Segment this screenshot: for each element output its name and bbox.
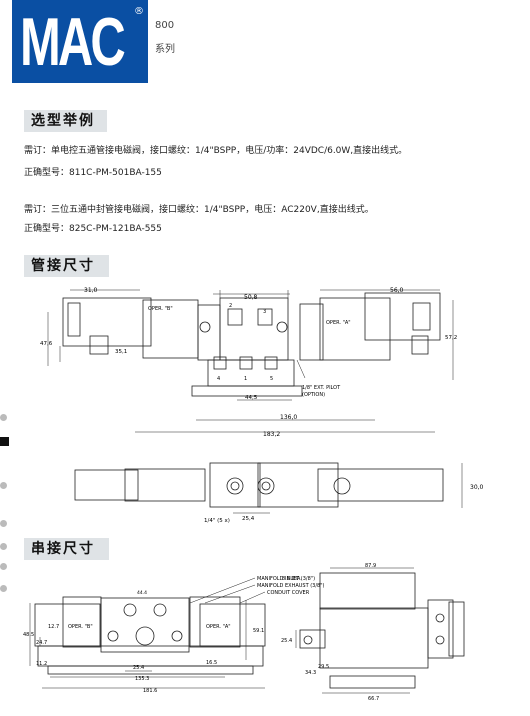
example-1-model: 正确型号：811C-PM-501BA-155 (24, 168, 162, 178)
example-2-model: 正确型号：825C-PM-121BA-555 (24, 224, 162, 234)
manifold-exhaust-label: MANIFOLD EXHAUST (3/8") (257, 583, 325, 589)
dim-50-8: 50,8 (244, 294, 258, 301)
dim-48-5: 48.5 (23, 632, 34, 638)
oper-a-label: OPER. "A" (326, 320, 351, 326)
page-dot (0, 563, 7, 570)
example-2-desc: 需订：三位五通中封管接电磁阀，接口螺纹：1/4"BSPP，电压：AC220V,直… (24, 205, 374, 215)
dim-16-5: 16.5 (206, 660, 217, 666)
port-3: 3 (263, 309, 266, 315)
manifold-drawing: MANIFOLD INLET (3/8") MANIFOLD EXHAUST (… (23, 563, 465, 702)
registered-mark: ® (134, 6, 144, 17)
manifold-oper-b: OPER. "B" (68, 624, 93, 630)
dim-11-2: 11.2 (36, 661, 47, 667)
dim-47-6: 47,6 (40, 341, 53, 347)
dim-25-4-a: 25.4 (133, 665, 144, 671)
dim-31: 31,0 (84, 287, 98, 294)
dim-25-4-b: 25.4 (281, 638, 292, 644)
ext-pilot-label: 1/8" EXT. PILOT (302, 385, 341, 391)
manifold-oper-a: OPER. "A" (206, 624, 231, 630)
dim-24-7: 24.7 (36, 640, 47, 646)
dim-183-2: 183,2 (263, 431, 280, 438)
dim-35-1: 35,1 (115, 349, 127, 355)
section-header-pipe: 管接尺寸 (24, 255, 109, 277)
page-tab-marker (0, 437, 9, 446)
series-label: 系列 (155, 44, 175, 55)
section-header-example: 选型举例 (24, 110, 107, 132)
dim-34-3: 34.3 (305, 670, 316, 676)
dim-56: 56,0 (390, 287, 404, 294)
section-header-manifold: 串接尺寸 (24, 538, 109, 560)
manifold-inlet-label: MANIFOLD INLET (3/8") (257, 576, 315, 582)
dim-25-4: 25,4 (242, 516, 255, 522)
page-dot (0, 543, 7, 550)
dim-12-7: 12.7 (48, 624, 59, 630)
mac-logo: MAC ® (12, 0, 148, 83)
example-1-desc: 需订：单电控五通管接电磁阀，接口螺纹：1/4"BSPP，电压/功率：24VDC/… (24, 146, 408, 156)
dim-57-2: 57,2 (445, 335, 457, 341)
dim-87-9: 87.9 (365, 563, 376, 569)
dim-66-7: 66.7 (368, 696, 379, 702)
dim-30: 30,0 (470, 484, 484, 491)
dim-59-1: 59.1 (253, 628, 264, 634)
port-4: 4 (217, 376, 220, 382)
port-2: 2 (229, 303, 232, 309)
thread-label: 1/4" (5 x) (204, 518, 230, 524)
page-dot (0, 520, 7, 527)
ext-pilot-option: (OPTION) (302, 392, 325, 398)
dim-181-6: 181.6 (143, 688, 157, 694)
port-5: 5 (270, 376, 273, 382)
pipe-valve-top-drawing: 30,0 25,4 1/4" (5 x) (74, 462, 484, 524)
dim-44-4: 44.4 (137, 590, 147, 596)
dia-label: 8.6 DIA. (282, 576, 302, 582)
dim-29-5: 29.5 (318, 664, 329, 670)
dim-44-5: 44,5 (245, 395, 258, 401)
page-dot (0, 414, 7, 421)
page-dot (0, 482, 7, 489)
dim-135-3: 135.3 (135, 676, 149, 682)
page-dot (0, 585, 7, 592)
conduit-cover-label: CONDUIT COVER (267, 590, 310, 596)
port-1: 1 (244, 376, 247, 382)
series-number: 800 (155, 20, 175, 31)
pipe-valve-side-drawing: 31,0 50,8 56,0 47,6 35,1 57,2 44,5 136,0… (40, 287, 457, 438)
logo-text: MAC (20, 4, 126, 80)
dim-136: 136,0 (280, 414, 297, 421)
oper-b-label: OPER. "B" (148, 306, 173, 312)
